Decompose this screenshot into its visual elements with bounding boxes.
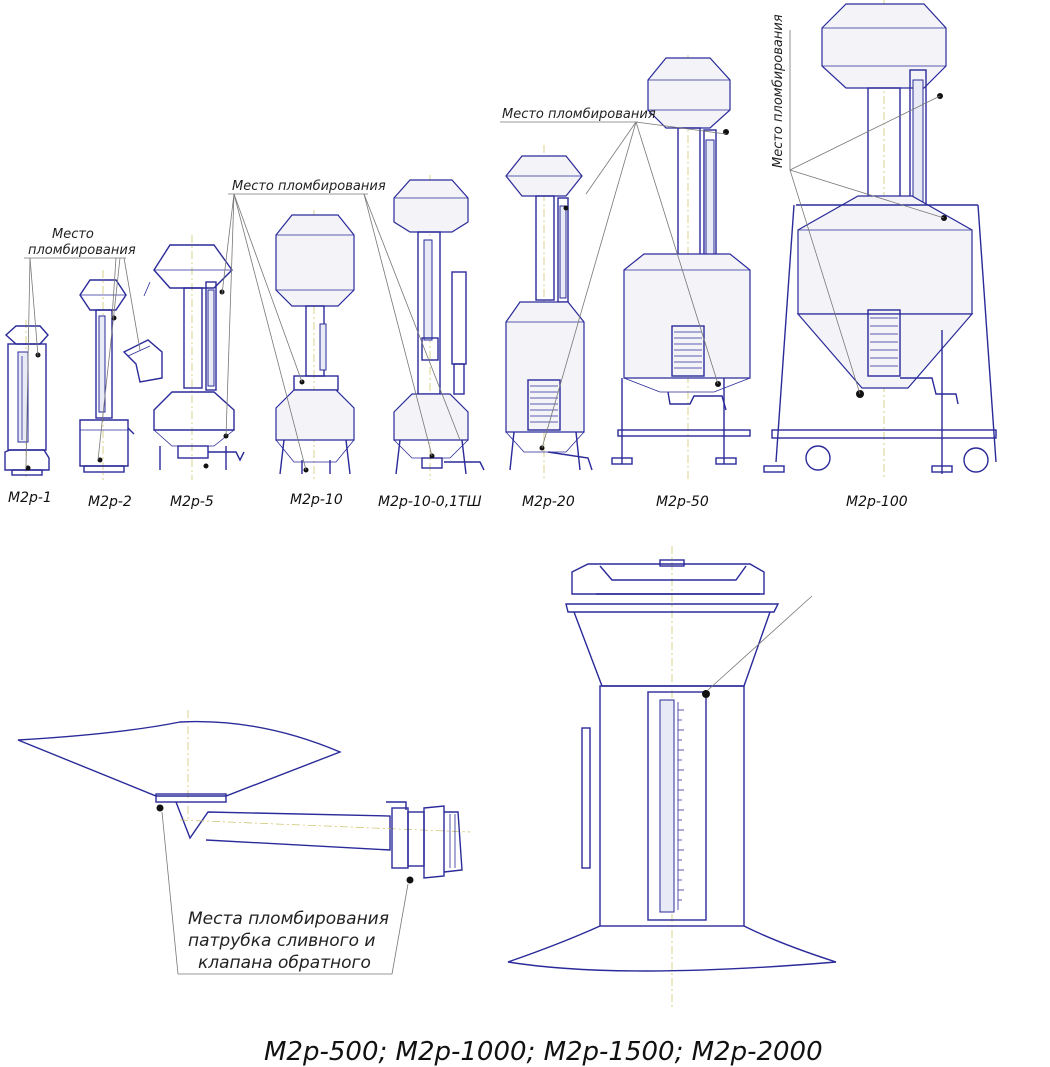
- measure-m2r-5: [143, 235, 245, 480]
- measure-m2r-1: [4, 320, 50, 480]
- model-label: М2р-2: [88, 494, 132, 510]
- model-label: М2р-10-0,1ТШ: [378, 494, 482, 510]
- drain-note-line2: патрубка сливного и: [188, 931, 375, 951]
- measure-m2r-10: [275, 210, 355, 480]
- seal-note-4: Место пломбирования: [771, 14, 786, 168]
- model-label: М2р-5: [170, 494, 214, 510]
- model-label: М2р-50: [656, 494, 709, 510]
- seal-note-1-line2: пломбирования: [28, 243, 136, 258]
- seal-note-2: Место пломбирования: [232, 179, 386, 194]
- drain-note-line1: Места пломбирования: [188, 909, 389, 929]
- measure-m2r-2: [79, 270, 163, 480]
- seal-note-1-line1: Место: [52, 227, 94, 242]
- model-label: М2р-1: [8, 490, 52, 506]
- model-label: М2р-10: [290, 492, 343, 508]
- measure-m2r-100: [763, 0, 997, 480]
- measure-m2r-50: [611, 55, 751, 480]
- measure-m2r-20: [505, 145, 593, 480]
- model-label: М2р-20: [522, 494, 575, 510]
- bottom-caption: М2р-500; М2р-1000; М2р-1500; М2р-2000: [264, 1037, 823, 1067]
- drain-pipe-detail: [17, 710, 471, 975]
- model-label: М2р-100: [846, 494, 908, 510]
- drain-note-line3: клапана обратного: [198, 953, 371, 973]
- seal-note-3: Место пломбирования: [502, 107, 656, 122]
- large-measure-detail: [507, 546, 837, 1010]
- seal-leaders-top: [24, 30, 945, 471]
- measure-m2r-10-01tsh: [393, 175, 485, 480]
